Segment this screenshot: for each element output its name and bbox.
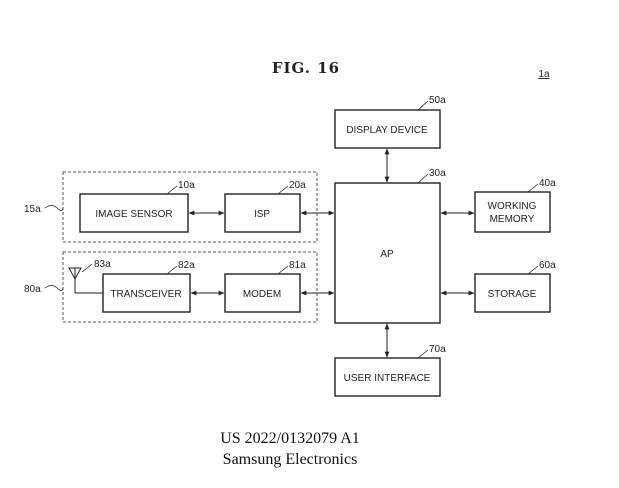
storage-lead: [527, 265, 539, 275]
communication-module-lead: [44, 285, 64, 291]
modem-lead: [277, 265, 289, 275]
modem-label: MODEM: [243, 289, 281, 300]
communication-module-group: [62, 251, 318, 323]
figure-title: FIG. 16: [272, 59, 340, 77]
figure-ref: 1a: [538, 69, 550, 80]
working-memory-block: [474, 191, 551, 233]
display-device-ref: 50a: [429, 95, 446, 106]
communication-module-ref: 80a: [24, 284, 41, 295]
display-device-label: DISPLAY DEVICE: [346, 125, 428, 136]
camera-module-group: [62, 171, 318, 243]
antenna-icon: [68, 267, 103, 294]
isp-block: [224, 193, 301, 233]
working-memory-ref: 40a: [539, 178, 556, 189]
transceiver-block: [102, 273, 191, 313]
image-sensor-label: IMAGE SENSOR: [95, 209, 172, 220]
antenna-lead: [81, 263, 93, 273]
display-device-block: [334, 109, 441, 149]
isp-ref: 20a: [289, 180, 306, 191]
storage-block: [474, 273, 551, 313]
user-interface-lead: [417, 349, 429, 359]
transceiver-lead: [166, 265, 178, 275]
antenna-ref: 83a: [94, 259, 111, 270]
modem-block: [224, 273, 301, 313]
isp-lead: [277, 185, 289, 195]
assignee-name: Samsung Electronics: [222, 451, 358, 468]
image-sensor-block: [79, 193, 189, 233]
user-interface-ref: 70a: [429, 344, 446, 355]
ap-lead: [417, 173, 429, 184]
working-memory-lead: [527, 183, 539, 193]
camera-module-lead: [44, 205, 64, 211]
working-memory-label-line1: WORKING: [488, 201, 537, 212]
image-sensor-lead: [166, 185, 178, 195]
transceiver-label: TRANSCEIVER: [110, 289, 181, 300]
working-memory-label-line2: MEMORY: [490, 214, 535, 225]
publication-number: US 2022/0132079 A1: [220, 430, 360, 447]
storage-ref: 60a: [539, 260, 556, 271]
transceiver-ref: 82a: [178, 260, 195, 271]
ap-label: AP: [380, 249, 394, 260]
storage-label: STORAGE: [488, 289, 537, 300]
modem-ref: 81a: [289, 260, 306, 271]
ap-block: [334, 182, 441, 324]
user-interface-label: USER INTERFACE: [344, 373, 431, 384]
display-device-lead: [417, 100, 429, 111]
ap-ref: 30a: [429, 168, 446, 179]
user-interface-block: [334, 357, 441, 397]
image-sensor-ref: 10a: [178, 180, 195, 191]
camera-module-ref: 15a: [24, 204, 41, 215]
isp-label: ISP: [254, 209, 270, 220]
